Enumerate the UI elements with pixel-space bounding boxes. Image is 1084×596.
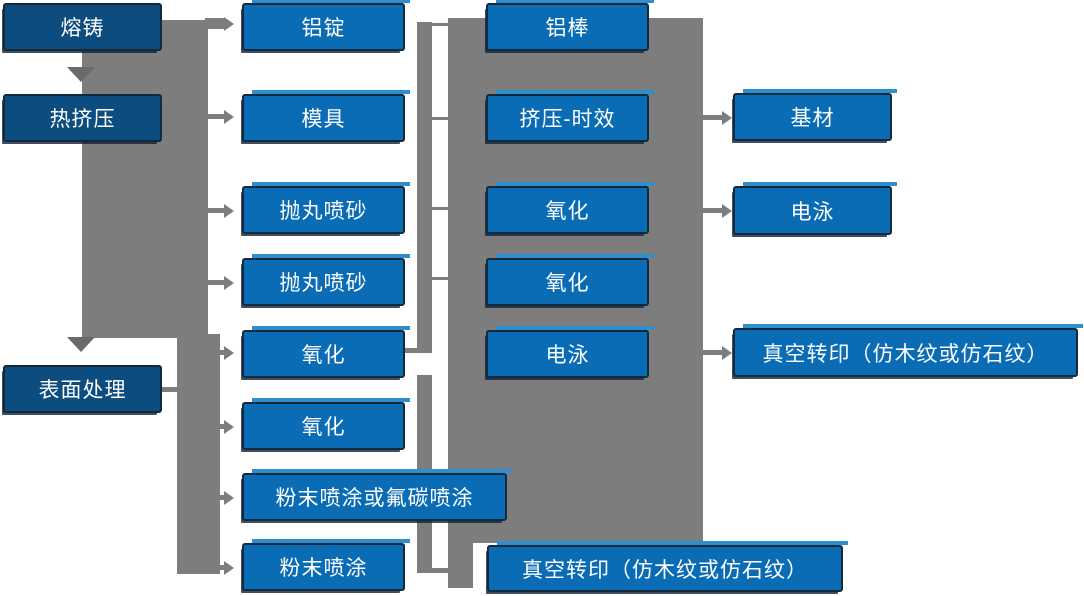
arrow-to-oxidation-b bbox=[214, 424, 224, 429]
connector-line-row3 bbox=[432, 207, 448, 210]
flow-bar-mid-upper bbox=[417, 22, 432, 353]
arrow-to-oxidation-a bbox=[214, 350, 224, 355]
node-aluminum-rod: 铝棒 bbox=[486, 0, 654, 51]
flow-bar-left-main bbox=[82, 20, 208, 338]
connector-oxidation-a bbox=[404, 348, 418, 353]
arrow-to-shot-blasting-2 bbox=[200, 280, 224, 285]
arrow-down-to-hot-extrusion bbox=[67, 67, 95, 82]
arrow-to-electrophoresis-2 bbox=[703, 208, 722, 213]
node-aluminum-ingot: 铝锭 bbox=[242, 0, 410, 51]
connector-line-row4 bbox=[432, 277, 448, 280]
connector-line-row2 bbox=[432, 117, 448, 120]
arrow-to-aluminum-ingot bbox=[205, 18, 224, 29]
arrow-down-to-surface-treatment bbox=[67, 337, 95, 352]
flow-strip-bottom bbox=[448, 543, 473, 588]
connector-line-row1 bbox=[432, 23, 448, 26]
node-shot-blasting-2: 抛丸喷砂 bbox=[242, 254, 410, 306]
arrow-to-powder-coating bbox=[214, 565, 224, 570]
node-powder-or-fluorocarbon-coating: 粉末喷涂或氟碳喷涂 bbox=[242, 469, 512, 521]
arrow-to-base-material bbox=[703, 115, 722, 120]
node-vacuum-transfer-bottom: 真空转印（仿木纹或仿石纹） bbox=[487, 541, 848, 592]
node-hot-extrusion: 热挤压 bbox=[3, 94, 162, 142]
connector-surface-treatment bbox=[162, 387, 178, 392]
node-extrusion-aging: 挤压-时效 bbox=[486, 90, 654, 142]
node-oxidation-b: 氧化 bbox=[242, 398, 410, 450]
node-oxidation-c: 氧化 bbox=[486, 182, 654, 234]
node-vacuum-transfer-right: 真空转印（仿木纹或仿石纹） bbox=[733, 324, 1083, 377]
flow-bar-left-lower bbox=[177, 334, 220, 574]
node-powder-coating: 粉末喷涂 bbox=[242, 539, 410, 591]
arrow-to-powder-or-fluorocarbon bbox=[214, 495, 224, 500]
node-mold: 模具 bbox=[242, 90, 410, 142]
node-oxidation-d: 氧化 bbox=[486, 254, 654, 306]
node-shot-blasting-1: 抛丸喷砂 bbox=[242, 182, 410, 234]
arrow-to-shot-blasting-1 bbox=[200, 208, 224, 213]
arrow-to-mold bbox=[200, 114, 224, 119]
node-electrophoresis-2: 电泳 bbox=[733, 182, 897, 235]
node-base-material: 基材 bbox=[733, 89, 897, 141]
arrow-to-vacuum-transfer-right bbox=[703, 350, 722, 355]
node-surface-treatment: 表面处理 bbox=[3, 365, 162, 413]
node-oxidation-a: 氧化 bbox=[242, 326, 410, 378]
node-electrophoresis-1: 电泳 bbox=[486, 326, 654, 378]
connector-bottom-row bbox=[432, 568, 449, 573]
node-melt-casting: 熔铸 bbox=[3, 3, 162, 51]
